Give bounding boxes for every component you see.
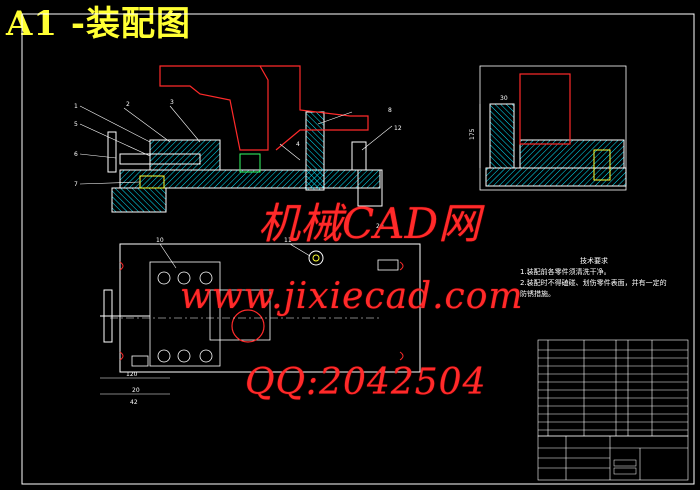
side-pin — [489, 103, 515, 169]
side-workpiece — [519, 73, 571, 145]
handle-wheel — [103, 289, 113, 343]
drawing-frame — [21, 13, 695, 485]
locator-pin — [239, 153, 261, 173]
top-pin — [308, 250, 324, 266]
top-clamp — [149, 261, 221, 367]
screw-shaft — [119, 153, 201, 165]
slot-holes — [119, 261, 404, 361]
part-no-11: 11 — [284, 237, 292, 244]
bolt-right — [351, 141, 367, 171]
part-no-5: 5 — [74, 121, 78, 128]
side-view: 175 30 — [469, 65, 627, 191]
right-leg — [357, 169, 383, 207]
part-no-6: 6 — [74, 151, 78, 158]
side-bolt — [593, 149, 611, 181]
dim-42: 42 — [130, 399, 138, 406]
sheet-title: A1 -装配图 — [6, 4, 191, 44]
handle-knob — [107, 131, 117, 173]
part-no-3: 3 — [170, 99, 174, 106]
note-item: 2.装配时不得磕碰、划伤零件表面，并有一定的 — [520, 279, 667, 287]
bolt-holes — [157, 271, 213, 363]
pin-column — [305, 111, 325, 191]
top-bore — [231, 309, 265, 343]
dim-20b: 20 — [376, 223, 384, 230]
part-no-1: 1 — [74, 103, 78, 110]
workpiece-phantom — [159, 65, 269, 151]
watermark-site: 机械CAD网 — [258, 199, 481, 248]
notes-heading: 技术要求 — [580, 257, 608, 265]
part-no-2: 2 — [126, 101, 130, 108]
part-no-12: 12 — [394, 125, 402, 132]
part-no-7: 7 — [74, 181, 78, 188]
part-no-10: 10 — [156, 237, 164, 244]
side-clamp — [519, 139, 625, 169]
watermark-url: www.jixiecad.com — [180, 276, 524, 317]
top-plate — [119, 243, 421, 373]
workpiece-arm — [260, 65, 369, 151]
dim-20: 20 — [132, 387, 140, 394]
clamp-block — [149, 139, 221, 171]
technical-requirements: 技术要求 1.装配前各零件须清洗干净。 2.装配时不得磕碰、划伤零件表面，并有一… — [520, 256, 667, 300]
dim-120: 120 — [126, 371, 138, 378]
side-base — [485, 167, 627, 187]
dim-30: 30 — [500, 95, 508, 102]
part-no-8: 8 — [388, 107, 392, 114]
part-no-4: 4 — [296, 141, 300, 148]
dim-175: 175 — [469, 128, 476, 140]
parts-list — [537, 339, 689, 437]
left-support — [111, 187, 167, 213]
watermark-qq: QQ:2042504 — [245, 362, 487, 403]
front-view: 1 5 6 7 2 3 4 8 12 20 — [74, 65, 402, 230]
title-block — [537, 435, 689, 481]
note-item: 防锈措施。 — [520, 290, 555, 298]
note-item: 1.装配前各零件须清洗干净。 — [520, 268, 611, 276]
base-plate — [119, 169, 381, 189]
top-view: 120 20 42 10 11 — [100, 237, 421, 406]
